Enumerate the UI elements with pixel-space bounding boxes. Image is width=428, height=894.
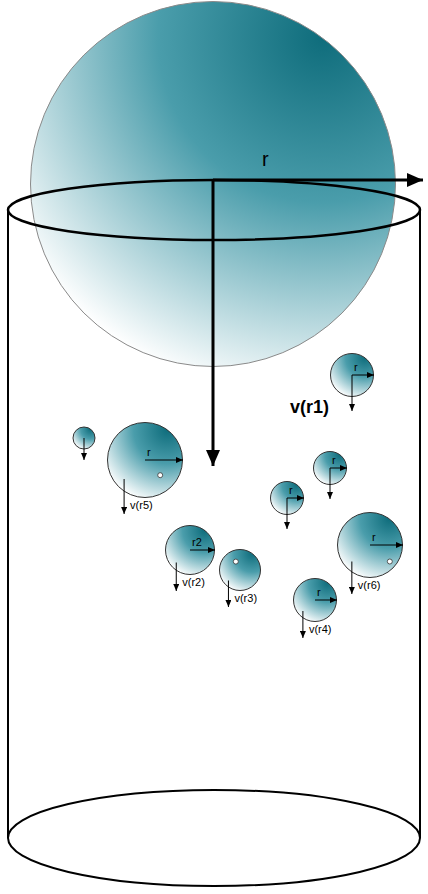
velocity-arrow xyxy=(302,611,303,638)
cylinder-wall xyxy=(419,208,421,838)
radius-label: r xyxy=(262,149,269,169)
velocity-label: v(r2) xyxy=(182,577,205,588)
velocity-arrow xyxy=(124,479,125,514)
velocity-label: v(r5) xyxy=(130,500,153,511)
velocity-label: v(r1) xyxy=(290,398,329,416)
radius-label: r xyxy=(332,455,336,466)
radius-arrow xyxy=(145,460,183,461)
radius-arrow xyxy=(287,498,304,499)
cylinder-wall xyxy=(7,208,9,838)
velocity-label: v(r6) xyxy=(358,580,381,591)
velocity-arrow xyxy=(84,438,85,460)
sphere-outline xyxy=(165,525,215,575)
sphere-body xyxy=(108,423,183,498)
small-sphere: rv(r6) xyxy=(337,512,403,578)
radius-arrow xyxy=(213,179,423,182)
small-sphere: r xyxy=(313,451,347,485)
small-sphere: v(r3) xyxy=(219,549,261,591)
velocity-arrow xyxy=(351,562,352,595)
sphere-outline xyxy=(337,512,403,578)
cylinder-bottom xyxy=(8,790,420,886)
small-sphere: rv(r5) xyxy=(107,422,183,498)
small-sphere: r xyxy=(330,353,374,397)
radius-arrow xyxy=(330,468,347,469)
small-sphere: r2v(r2) xyxy=(165,525,215,575)
radius-arrow xyxy=(370,545,403,546)
sphere-body xyxy=(294,579,337,622)
sphere-outline xyxy=(330,353,374,397)
velocity-label: v(r4) xyxy=(309,624,332,635)
velocity-label: v(r3) xyxy=(234,593,257,604)
radius-arrow xyxy=(190,550,215,551)
radius-label: r2 xyxy=(192,537,202,548)
sphere-body xyxy=(338,513,403,578)
sphere-body xyxy=(166,526,215,575)
velocity-arrow xyxy=(352,375,353,411)
velocity-arrow xyxy=(212,180,215,466)
sphere-outline xyxy=(313,451,347,485)
radius-arrow xyxy=(315,600,337,601)
radius-label: r xyxy=(289,485,293,496)
velocity-arrow xyxy=(228,581,229,608)
center-dot xyxy=(387,559,392,564)
center-dot xyxy=(158,473,163,478)
sphere-body xyxy=(220,550,261,591)
radius-label: r xyxy=(147,447,151,458)
radius-arrow xyxy=(352,375,374,376)
sphere-outline xyxy=(107,422,183,498)
radius-label: r xyxy=(354,362,358,373)
small-sphere: rv(r4) xyxy=(293,578,337,622)
velocity-arrow xyxy=(176,563,177,592)
radius-label: r xyxy=(317,587,321,598)
center-dot xyxy=(233,559,238,564)
sphere-outline xyxy=(219,549,261,591)
sphere-outline xyxy=(270,481,304,515)
radius-label: r xyxy=(372,532,376,543)
velocity-arrow xyxy=(287,498,288,529)
small-sphere: r xyxy=(270,481,304,515)
sphere-outline xyxy=(293,578,337,622)
velocity-arrow xyxy=(330,468,331,499)
